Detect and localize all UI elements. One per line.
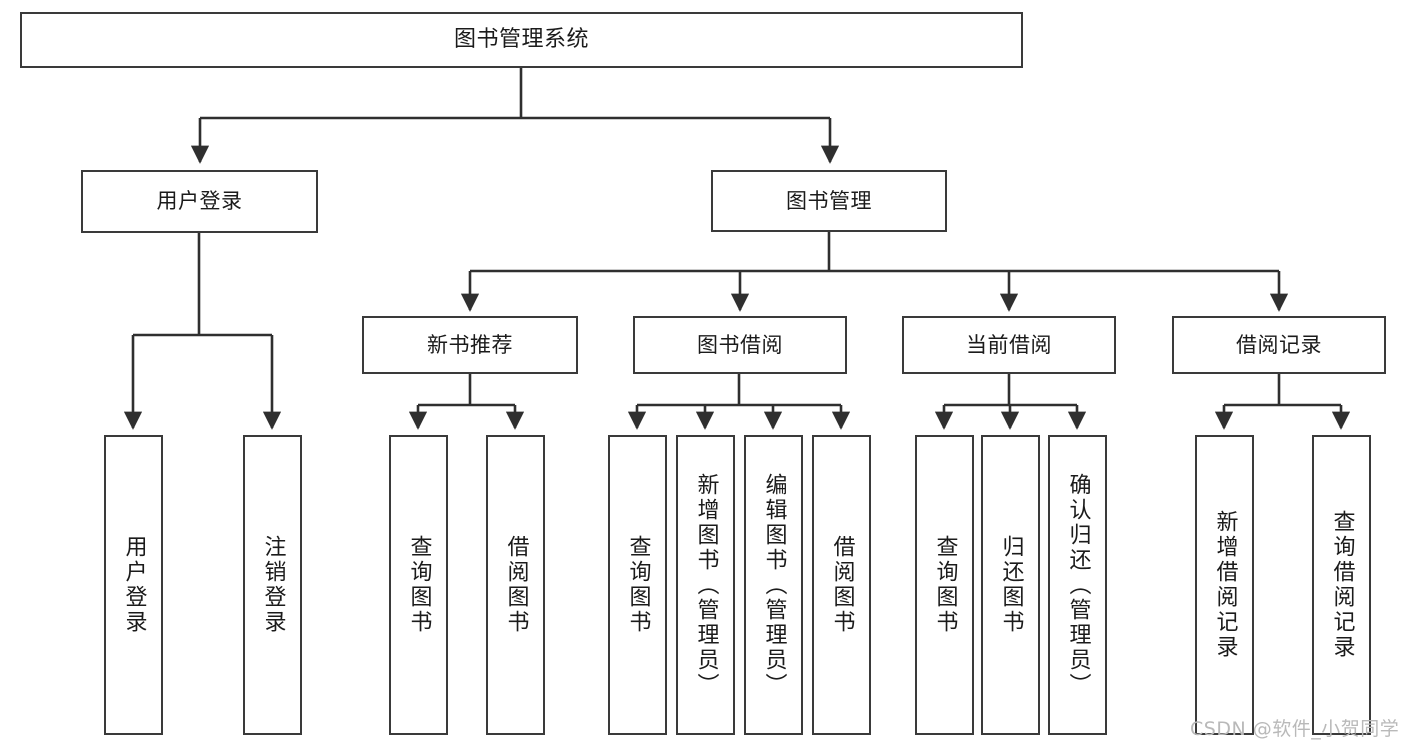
leaf-new-book-borrow-label: 借阅图书 [503,535,529,635]
node-borrow-record-label: 借阅记录 [1236,332,1322,357]
node-borrow-record[interactable]: 借阅记录 [1172,316,1386,374]
leaf-add-book-admin[interactable]: 新增图书（管理员） [676,435,735,735]
leaf-add-borrow-record-label: 新增借阅记录 [1212,510,1238,660]
node-book-borrow-label: 图书借阅 [697,332,783,357]
leaf-edit-book-admin-label: 编辑图书（管理员） [761,472,787,698]
leaf-borrow-query-book[interactable]: 查询图书 [608,435,667,735]
leaf-borrow-book[interactable]: 借阅图书 [812,435,871,735]
node-user-login[interactable]: 用户登录 [81,170,318,233]
leaf-new-book-borrow[interactable]: 借阅图书 [486,435,545,735]
node-book-borrow[interactable]: 图书借阅 [633,316,847,374]
leaf-edit-book-admin[interactable]: 编辑图书（管理员） [744,435,803,735]
node-current-borrow-label: 当前借阅 [966,332,1052,357]
leaf-add-borrow-record[interactable]: 新增借阅记录 [1195,435,1254,735]
leaf-borrow-query-book-label: 查询图书 [625,535,651,635]
node-root[interactable]: 图书管理系统 [20,12,1023,68]
leaf-return-book-label: 归还图书 [998,535,1024,635]
leaf-query-borrow-record[interactable]: 查询借阅记录 [1312,435,1371,735]
node-current-borrow[interactable]: 当前借阅 [902,316,1116,374]
leaf-new-book-query[interactable]: 查询图书 [389,435,448,735]
node-user-login-label: 用户登录 [156,189,243,214]
leaf-user-login-label: 用户登录 [121,535,147,635]
leaf-current-query-book[interactable]: 查询图书 [915,435,974,735]
leaf-logout[interactable]: 注销登录 [243,435,302,735]
leaf-user-login[interactable]: 用户登录 [104,435,163,735]
leaf-new-book-query-label: 查询图书 [406,535,432,635]
leaf-query-borrow-record-label: 查询借阅记录 [1329,510,1355,660]
node-root-label: 图书管理系统 [453,27,589,53]
node-book-management-label: 图书管理 [786,188,872,213]
leaf-confirm-return-admin-label: 确认归还（管理员） [1065,472,1091,698]
leaf-return-book[interactable]: 归还图书 [981,435,1040,735]
leaf-add-book-admin-label: 新增图书（管理员） [693,472,719,698]
leaf-current-query-book-label: 查询图书 [932,535,958,635]
node-new-book-recommend[interactable]: 新书推荐 [362,316,578,374]
leaf-logout-label: 注销登录 [260,535,286,635]
leaf-confirm-return-admin[interactable]: 确认归还（管理员） [1048,435,1107,735]
node-book-management[interactable]: 图书管理 [711,170,947,232]
node-new-book-recommend-label: 新书推荐 [427,332,513,357]
leaf-borrow-book-label: 借阅图书 [829,535,855,635]
